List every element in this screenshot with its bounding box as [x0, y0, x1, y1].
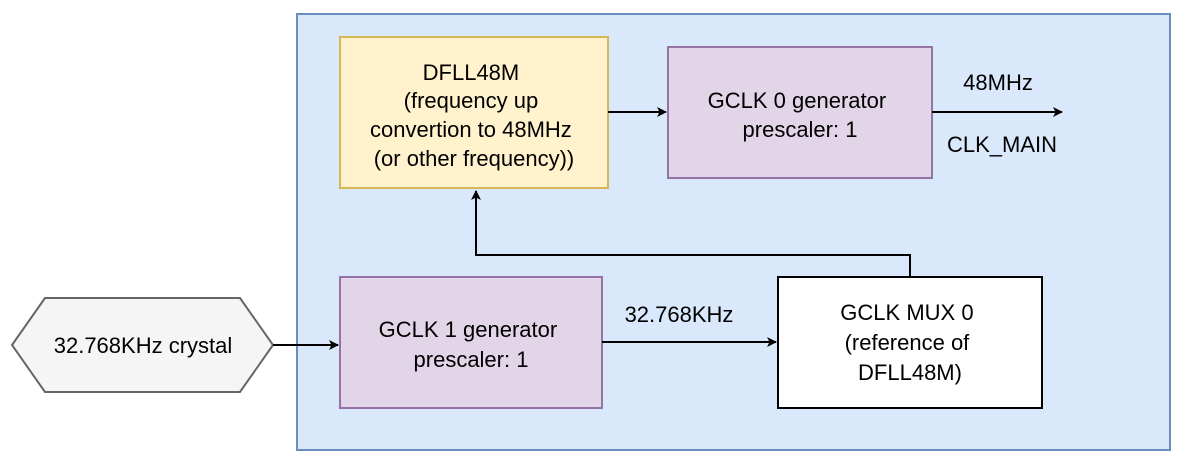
- dfll48m-line-3: convertion to 48MHz: [370, 117, 572, 142]
- edge-mux0-to-dfll: [471, 190, 911, 277]
- mux0-title: GCLK MUX 0: [840, 300, 973, 325]
- dfll48m-line-4: (or other frequency)): [374, 146, 575, 171]
- gclk0-title: GCLK 0 generator: [708, 88, 887, 113]
- mux0-line-3: DFLL48M): [858, 360, 962, 385]
- crystal-label: 32.768KHz crystal: [54, 333, 233, 358]
- crystal-source: 32.768KHz crystal: [10, 297, 275, 393]
- output-frequency-label: 48MHz: [963, 70, 1033, 95]
- gclk-mux0-block: GCLK MUX 0 (reference of DFLL48M): [777, 276, 1043, 409]
- gclk0-prescaler: prescaler: 1: [743, 117, 858, 142]
- connections: [273, 107, 1063, 350]
- dfll48m-title: DFLL48M: [423, 60, 520, 85]
- svg-text:GCLK 1 generator prescal: GCLK 1 generator prescaler: 1: [379, 317, 564, 372]
- gclk1-title: GCLK 1 generator: [379, 317, 558, 342]
- gclk1-generator-block: GCLK 1 generator prescaler: 1: [339, 276, 603, 409]
- reference-frequency-label: 32.768KHz: [625, 302, 734, 327]
- svg-text:GCLK MUX 0 (reference of: GCLK MUX 0 (reference of DFLL48M): [840, 300, 979, 385]
- clk-main-label: CLK_MAIN: [947, 132, 1057, 157]
- svg-text:DFLL48M (frequency up: DFLL48M (frequency up convertion to 48MH…: [370, 60, 578, 171]
- gclk0-generator-block: GCLK 0 generator prescaler: 1: [667, 46, 933, 179]
- dfll48m-block: DFLL48M (frequency up convertion to 48MH…: [339, 36, 609, 189]
- gclk1-prescaler: prescaler: 1: [414, 347, 529, 372]
- mux0-line-2: (reference of: [845, 330, 971, 355]
- svg-text:GCLK 0 generator prescal: GCLK 0 generator prescaler: 1: [708, 88, 893, 142]
- dfll48m-line-2: (frequency up: [404, 88, 539, 113]
